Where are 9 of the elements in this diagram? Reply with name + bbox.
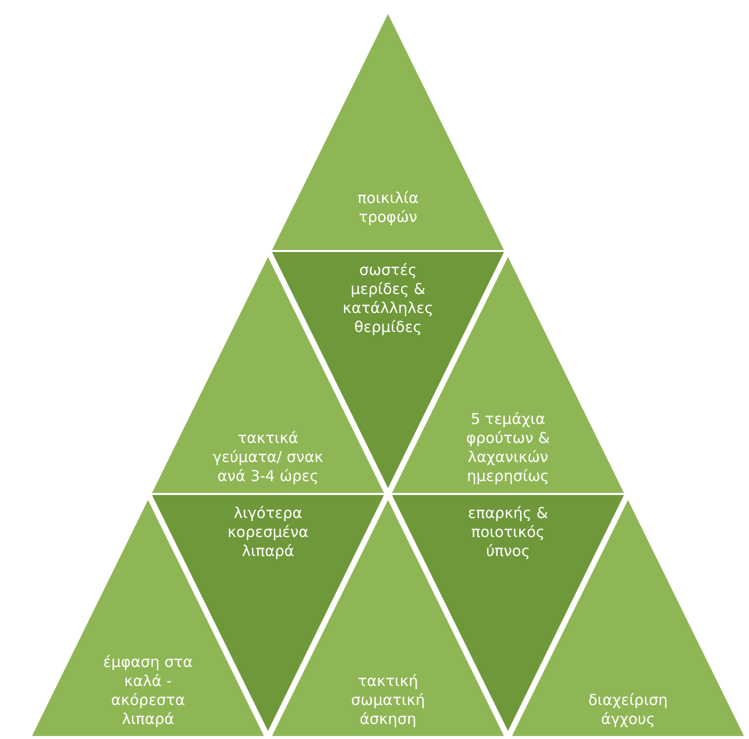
pyramid-label: επαρκής & ποιοτικός ύπνος xyxy=(466,504,550,561)
pyramid-label: σωστές μερίδες & κατάλληλες θερμίδες xyxy=(342,261,434,337)
pyramid-label: τακτικά γεύματα/ σνακ ανά 3-4 ώρες xyxy=(212,429,324,486)
pyramid-label: 5 τεμάχια φρούτων & λαχανικών ημερησίως xyxy=(465,410,551,486)
pyramid-label: τακτική σωματική άσκηση xyxy=(350,672,426,729)
pyramid-label: ποικιλία τροφών xyxy=(356,189,420,227)
pyramid-label: έμφαση στα καλά - ακόρεστα λιπαρά xyxy=(102,653,194,729)
pyramid-label: διαχείριση άγχους xyxy=(587,691,669,729)
pyramid-label: λιγότερα κορεσμένα λιπαρά xyxy=(226,504,310,561)
